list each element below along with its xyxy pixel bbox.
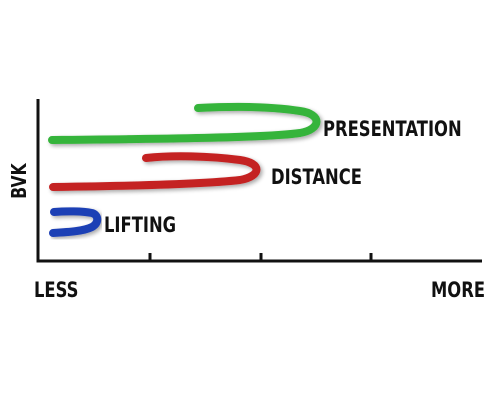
y-axis-label: BVK: [8, 162, 31, 198]
x-axis-min-label: LESS: [34, 279, 78, 302]
distance-label: DISTANCE: [271, 166, 362, 189]
presentation-label: PRESENTATION: [323, 118, 462, 141]
distance-curve: [49, 152, 261, 191]
x-axis-max-label: MORE: [431, 279, 485, 302]
axes: [36, 99, 482, 263]
lifting-curve: [49, 207, 102, 237]
lifting-label: LIFTING: [104, 214, 176, 237]
presentation-curve: [48, 103, 321, 144]
